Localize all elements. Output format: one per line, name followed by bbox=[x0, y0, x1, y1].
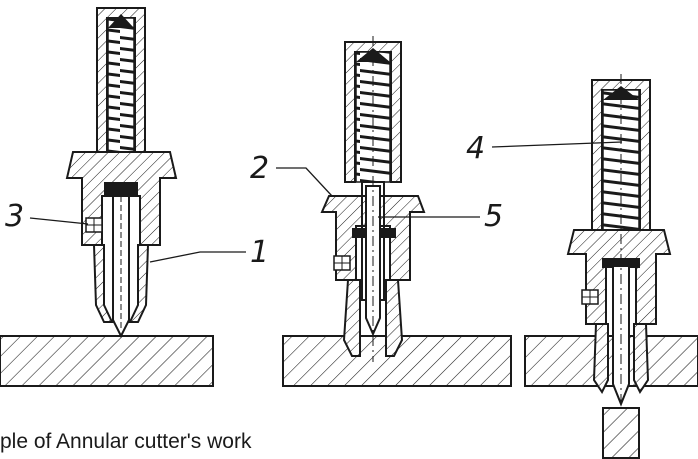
ejected-slug bbox=[602, 407, 640, 459]
label-1: 1 bbox=[250, 235, 269, 270]
pilot-pin-left bbox=[112, 195, 130, 339]
assembly-right bbox=[566, 74, 672, 459]
label-4: 4 bbox=[466, 131, 485, 166]
leader-lines bbox=[29, 141, 623, 263]
workpiece-right bbox=[524, 335, 698, 387]
figure-caption: ple of Annular cutter's work bbox=[0, 430, 252, 453]
label-2: 2 bbox=[250, 151, 269, 186]
workpiece-left bbox=[0, 335, 214, 387]
label-3: 3 bbox=[5, 199, 24, 234]
assembly-middle bbox=[320, 36, 426, 362]
label-5: 5 bbox=[484, 199, 503, 234]
assembly-left bbox=[65, 7, 178, 339]
spring-left bbox=[107, 17, 135, 153]
